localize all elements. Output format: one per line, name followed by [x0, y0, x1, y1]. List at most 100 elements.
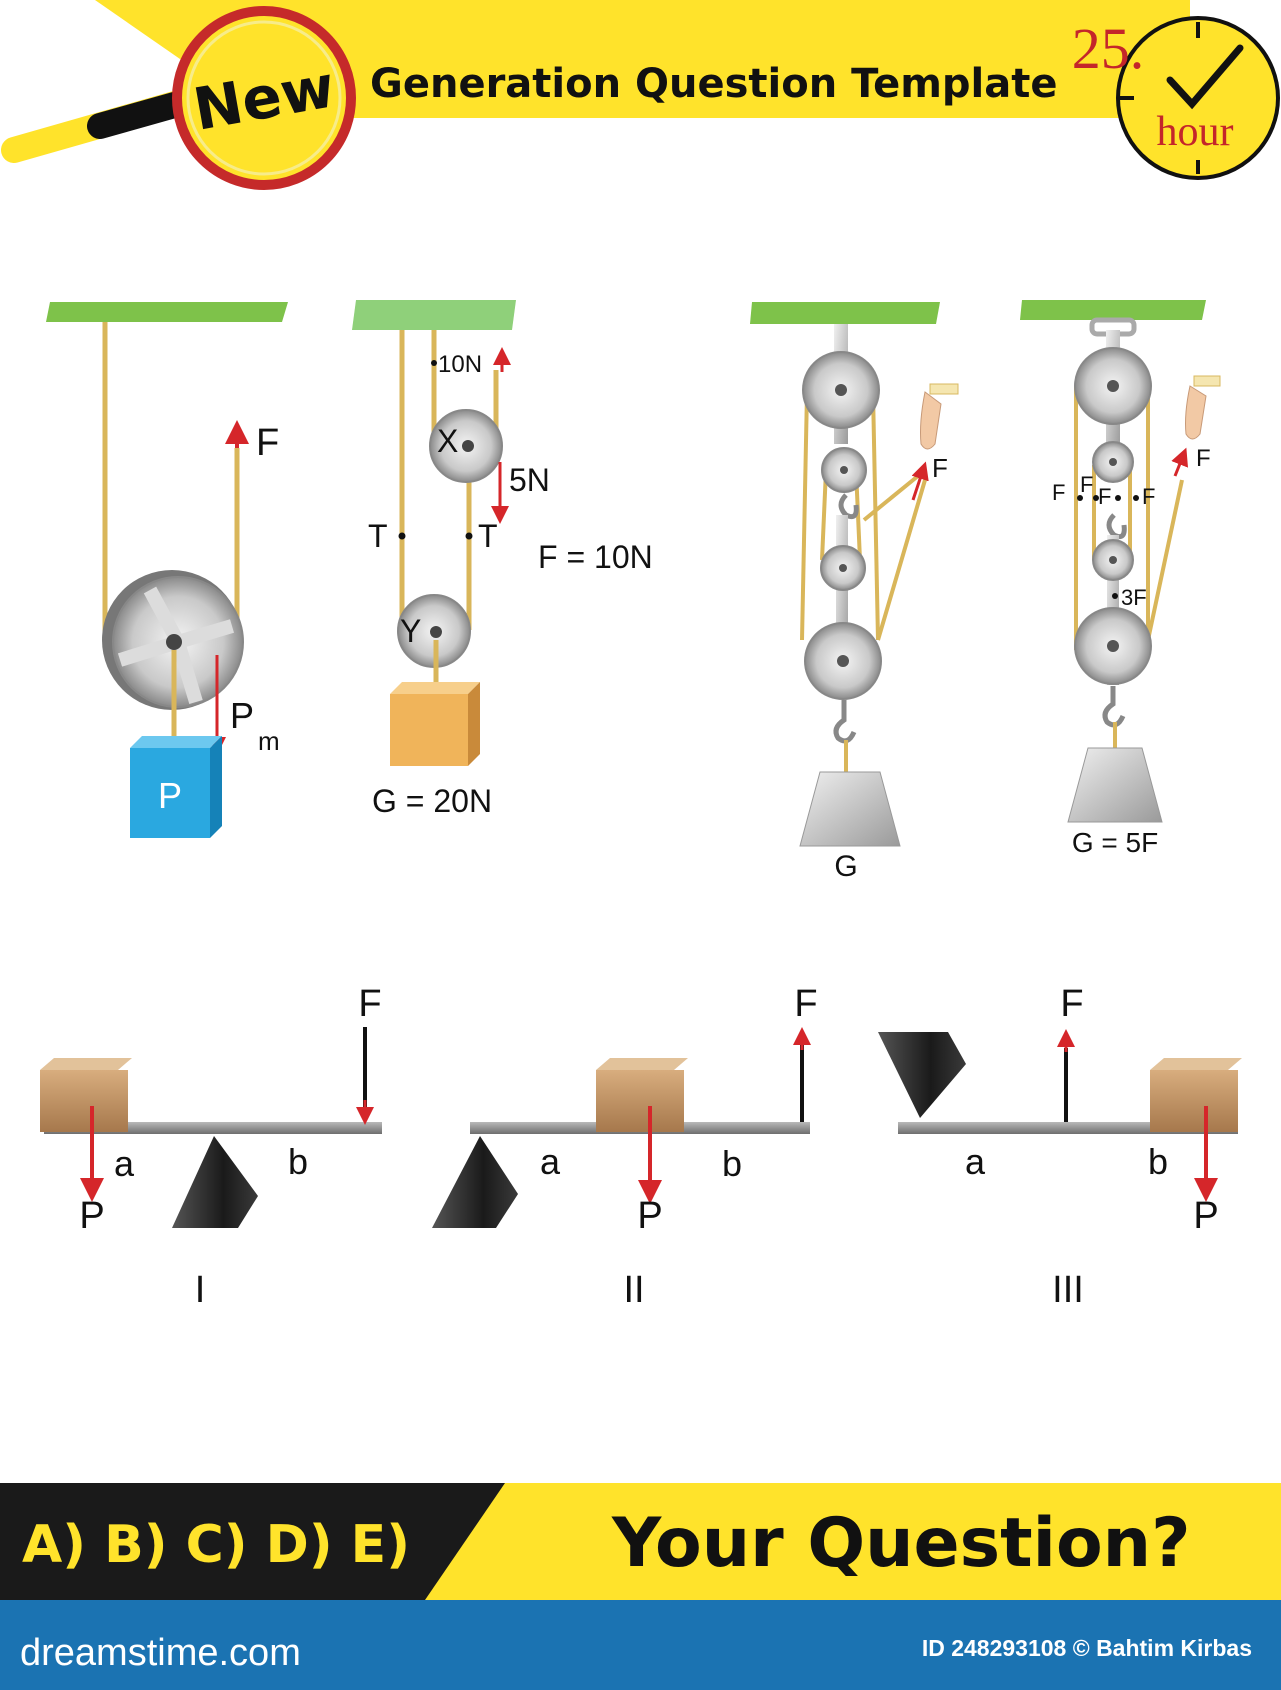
- header-band: [95, 0, 1190, 118]
- ceiling-2: [352, 300, 516, 330]
- header: New Generation Question Template 25. hou…: [1, 0, 1280, 190]
- label-10n: 10N: [438, 351, 482, 378]
- force-label-1: F: [256, 422, 279, 464]
- lever-diagram-1: P a b F I: [40, 983, 382, 1311]
- force-arrow-4: [1171, 447, 1189, 477]
- magnifier-lens-icon: [172, 6, 356, 190]
- box-2: [390, 694, 468, 766]
- block-top: [130, 736, 222, 748]
- force-arrow-3: [911, 461, 929, 501]
- arm-b-label-1: b: [288, 1141, 308, 1182]
- weight-label-4: G = 5F: [1072, 827, 1158, 858]
- label-t-left: T: [368, 518, 388, 554]
- label-f2: F: [1080, 472, 1093, 497]
- pm-subscript: m: [258, 726, 280, 756]
- dot-f1: [1077, 495, 1083, 501]
- weight-4: [1067, 747, 1163, 823]
- check-icon: [1166, 44, 1244, 110]
- pulley-3-small-axle: [840, 466, 848, 474]
- dot-3f: [1112, 593, 1118, 599]
- lever-bar-1: [44, 1122, 382, 1134]
- box-2-side: [468, 682, 480, 766]
- dot-f2: [1093, 495, 1099, 501]
- weight-label-2: G = 20N: [372, 783, 492, 819]
- fulcrum-1: [172, 1136, 258, 1228]
- dot-f4: [1133, 495, 1139, 501]
- box-l3: [1150, 1070, 1238, 1132]
- force-label-l1: F: [358, 983, 381, 1025]
- pulley-4-small-axle: [1109, 458, 1117, 466]
- pull-rope-4: [1146, 479, 1184, 641]
- box-l2-top: [596, 1058, 688, 1070]
- weight-label-3: G: [834, 850, 857, 883]
- roman-label-3: III: [1052, 1269, 1084, 1311]
- roman-label-2: II: [623, 1269, 644, 1311]
- pulley-diagram-2: 10N X 5N T T F = 10N Y G = 20N: [352, 300, 653, 819]
- arm-b-label-3: b: [1148, 1141, 1168, 1182]
- ceiling-1: [46, 302, 288, 322]
- pulley-x-label: X: [437, 423, 458, 459]
- hook-4-bottom: [1102, 686, 1126, 728]
- weight-3: [799, 771, 901, 847]
- fulcrum-2: [432, 1136, 518, 1228]
- answer-options: A) B) C) D) E): [22, 1515, 410, 1575]
- pulley-x-axle: [462, 440, 474, 452]
- applied-force-label: F = 10N: [538, 539, 653, 575]
- box-l1: [40, 1070, 128, 1132]
- load-label-3: P: [1193, 1195, 1218, 1237]
- rope-3a: [800, 391, 809, 641]
- dot-10n: [431, 360, 437, 366]
- clock-number: 25.: [1072, 16, 1145, 81]
- lever-diagram-3: F P a b III: [878, 983, 1242, 1311]
- rope-3b: [871, 391, 880, 641]
- label-t-right: T: [478, 518, 498, 554]
- question-text: Your Question?: [611, 1504, 1191, 1583]
- pulley-4-lower-small-axle: [1109, 556, 1117, 564]
- pulley-diagram-1: F P m P: [46, 302, 288, 838]
- block-side: [210, 736, 222, 838]
- options-band: [0, 1483, 505, 1600]
- label-f1: F: [1052, 480, 1065, 505]
- hand-icon-4: [1185, 385, 1207, 440]
- box-l3-top: [1150, 1058, 1242, 1070]
- load-label-1: P: [79, 1195, 104, 1237]
- pulley-axle-1: [166, 634, 182, 650]
- label-f4: F: [1142, 484, 1155, 509]
- pulley-4-bottom-axle: [1107, 640, 1119, 652]
- footer: A) B) C) D) E) Your Question? dreamstime…: [0, 1483, 1281, 1690]
- box-l2: [596, 1070, 684, 1132]
- pulley-y-label: Y: [400, 613, 421, 649]
- label-f3: F: [1098, 484, 1111, 509]
- arm-a-label-2: a: [540, 1141, 561, 1182]
- image-credit: ID 248293108 © Bahtim Kirbas: [922, 1635, 1252, 1661]
- hand-icon-3: [920, 391, 942, 450]
- dot-t-right: [465, 532, 473, 540]
- lens-highlight: [186, 20, 342, 176]
- hook-3-mid: [838, 493, 859, 520]
- dot-t-left: [398, 532, 406, 540]
- pulley-diagram-4: F F F F 3F G = 5F F: [1020, 300, 1221, 858]
- credit-bar: [0, 1600, 1281, 1690]
- load-label-2: P: [637, 1195, 662, 1237]
- cuff-4: [1193, 375, 1221, 387]
- hook-3-bottom: [833, 700, 857, 744]
- ceiling-4: [1020, 300, 1206, 320]
- block-label: P: [158, 775, 182, 816]
- force-label-l3: F: [1060, 983, 1083, 1025]
- label-5n: 5N: [509, 462, 550, 498]
- label-3f: 3F: [1121, 585, 1147, 610]
- force-label-3: F: [932, 453, 948, 483]
- pm-label: P: [230, 695, 254, 736]
- pulley-3-top-axle: [835, 384, 847, 396]
- arm-b-label-2: b: [722, 1143, 742, 1184]
- header-title: Generation Question Template: [370, 61, 1058, 107]
- clock-unit: hour: [1157, 109, 1234, 155]
- force-label-l2: F: [794, 983, 817, 1025]
- roman-label-1: I: [195, 1269, 206, 1311]
- pulley-3-bottom-axle: [837, 655, 849, 667]
- arm-a-label-3: a: [965, 1141, 986, 1182]
- site-name: dreamstime.com: [20, 1632, 301, 1674]
- pulley-diagram-3: G F: [750, 302, 959, 883]
- block-p: [130, 748, 210, 838]
